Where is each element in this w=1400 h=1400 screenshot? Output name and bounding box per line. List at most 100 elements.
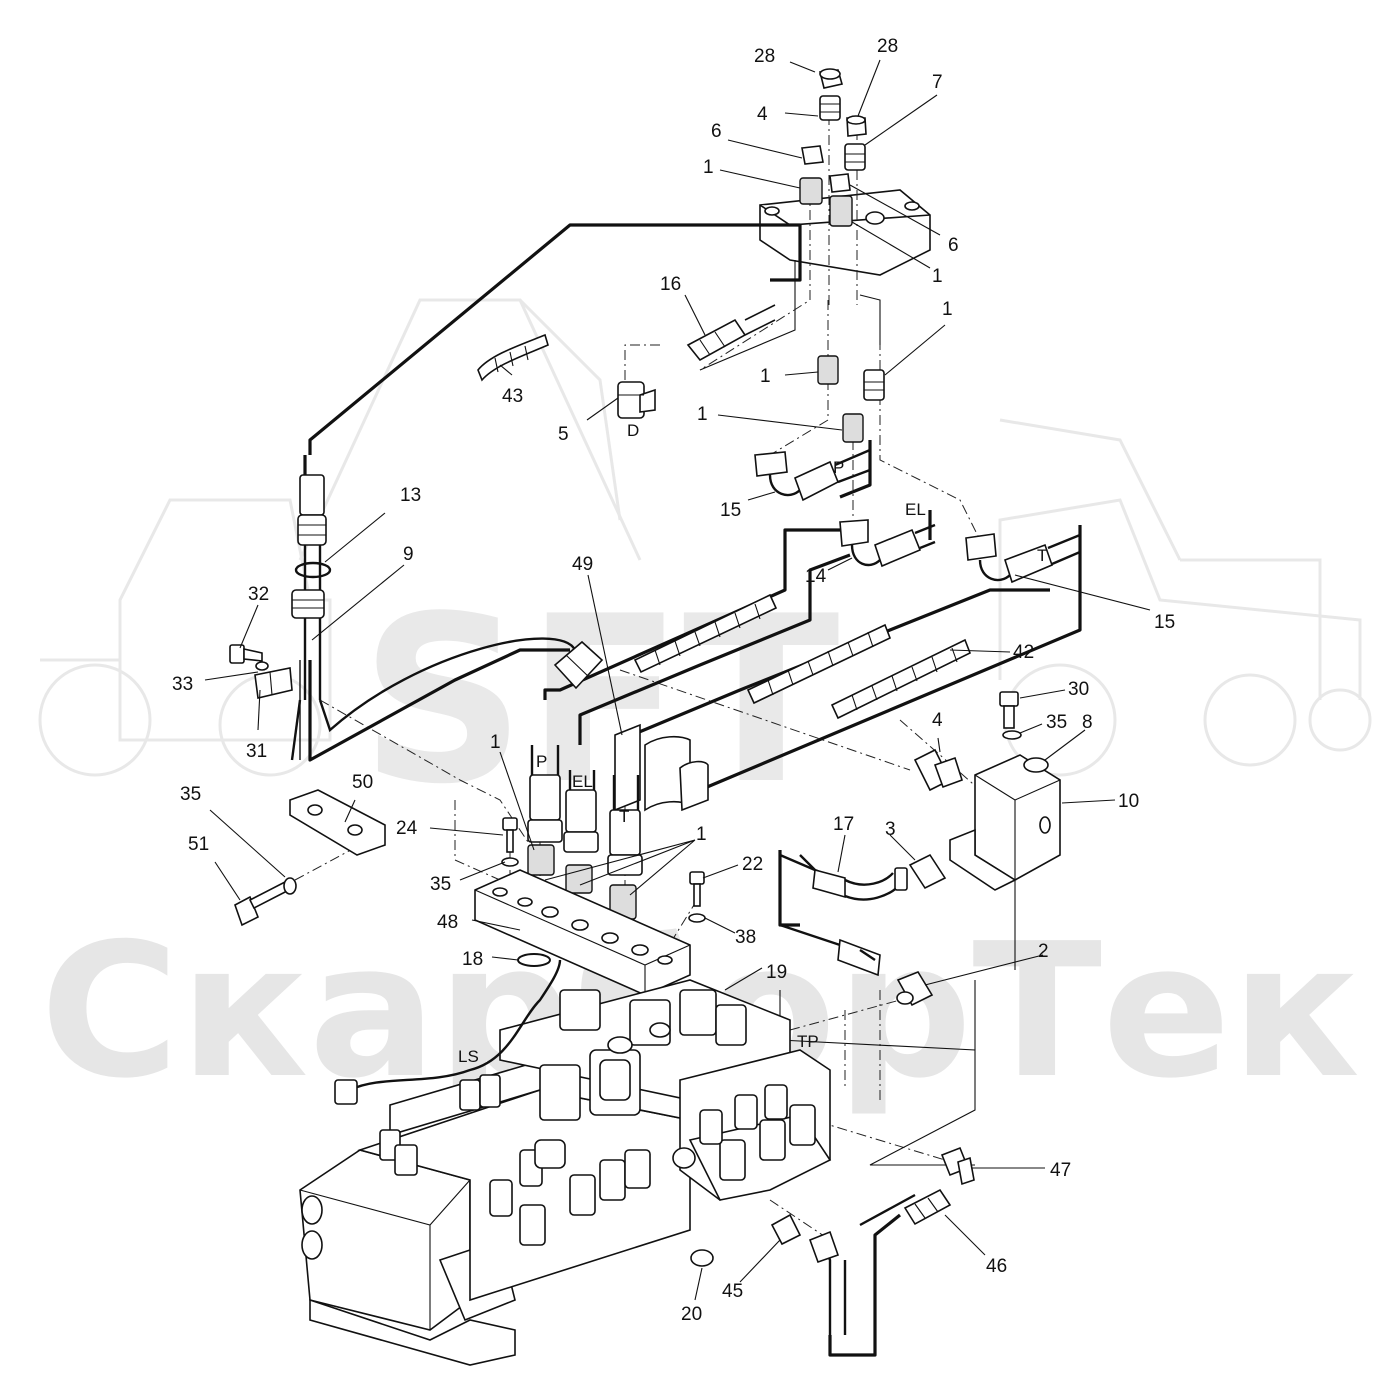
callout-6a: 6 bbox=[711, 121, 722, 142]
manifold-plate-48-icon bbox=[474, 869, 691, 996]
adapter-2-icon bbox=[896, 971, 934, 1007]
adapter-1-top-mid-icon bbox=[829, 195, 853, 227]
plate-50-icon bbox=[289, 789, 386, 856]
solenoid-coils bbox=[489, 1084, 816, 1246]
callout-1a: 1 bbox=[703, 157, 714, 178]
clip-row-middle-icon bbox=[746, 623, 892, 705]
adapter-1-top-left-icon bbox=[799, 177, 823, 205]
port-label-EL-lower: EL bbox=[572, 772, 593, 791]
port-label-P-lower: P bbox=[536, 752, 547, 771]
upper-manifold-block bbox=[759, 189, 931, 276]
clamp-49-icon bbox=[614, 723, 709, 812]
hose-P-lower-icon bbox=[527, 745, 563, 843]
port-label-P-upper: P bbox=[833, 458, 844, 477]
callout-35c: 35 bbox=[430, 874, 451, 895]
fittings bbox=[229, 68, 1081, 1267]
port-label-D: D bbox=[627, 421, 639, 440]
hose-end-13-icon bbox=[297, 474, 327, 546]
callout-16: 16 bbox=[660, 274, 681, 295]
cap-28b-icon bbox=[846, 115, 867, 137]
callout-5: 5 bbox=[558, 424, 569, 445]
cap-6b-icon bbox=[829, 173, 851, 193]
bolt-24-icon bbox=[502, 817, 518, 853]
watermark-loader-icon bbox=[998, 498, 1372, 777]
callout-51: 51 bbox=[188, 834, 209, 855]
callout-14: 14 bbox=[805, 566, 827, 587]
callout-4a: 4 bbox=[757, 104, 768, 125]
callout-46: 46 bbox=[986, 1256, 1007, 1277]
callout-24: 24 bbox=[396, 818, 418, 839]
callout-1c: 1 bbox=[942, 299, 953, 320]
levers bbox=[379, 1074, 501, 1176]
bolt-32-icon bbox=[229, 644, 263, 664]
washer-38-icon bbox=[688, 913, 706, 923]
leader-lines bbox=[204, 59, 1151, 1301]
callout-17: 17 bbox=[833, 814, 854, 835]
adapter-3-icon bbox=[908, 853, 947, 890]
clamp-31-icon bbox=[254, 667, 293, 699]
hose-lower-icon bbox=[779, 923, 881, 977]
plug-8-icon bbox=[1023, 757, 1049, 773]
adapter-47-icon bbox=[940, 1146, 975, 1186]
port-labels: D P EL T P EL T LS TP bbox=[458, 421, 1047, 1066]
callout-1b: 1 bbox=[932, 266, 943, 287]
adapter-9-icon bbox=[291, 589, 325, 619]
clip-row-upper-icon bbox=[633, 593, 778, 674]
callout-20: 20 bbox=[681, 1304, 702, 1325]
callout-1d: 1 bbox=[760, 366, 771, 387]
callout-9: 9 bbox=[403, 544, 414, 565]
control-valve-bank bbox=[299, 959, 832, 1366]
screw-30-icon bbox=[999, 691, 1019, 729]
hose-15-right-icon bbox=[965, 533, 1081, 584]
callout-18: 18 bbox=[462, 949, 483, 970]
clip-43-icon bbox=[477, 333, 549, 382]
callout-43: 43 bbox=[502, 386, 523, 407]
cap-6a-icon bbox=[801, 145, 824, 165]
adapter-1-mid-right-icon bbox=[863, 369, 885, 401]
callout-50: 50 bbox=[352, 772, 373, 793]
adapter-1-mid-left-icon bbox=[817, 355, 839, 385]
adapter-1-lower-icon bbox=[842, 413, 864, 443]
callout-13: 13 bbox=[400, 485, 421, 506]
callout-3: 3 bbox=[885, 819, 896, 840]
cap-28a-icon bbox=[819, 68, 844, 89]
plug-20-icon bbox=[690, 1249, 714, 1267]
hose-14-icon bbox=[839, 519, 936, 568]
callout-numbers: 28 28 4 7 6 1 6 1 1 16 1 43 5 1 15 13 9 … bbox=[172, 36, 1175, 1325]
callout-48: 48 bbox=[437, 912, 458, 933]
callout-33: 33 bbox=[172, 674, 193, 695]
callout-15a: 15 bbox=[720, 500, 741, 521]
adapter-7-icon bbox=[844, 143, 866, 171]
adapter-4-right-icon bbox=[913, 748, 963, 792]
callout-35b: 35 bbox=[180, 784, 201, 805]
callout-15b: 15 bbox=[1154, 612, 1175, 633]
adapter-45-icon bbox=[770, 1213, 840, 1264]
port-label-TP: TP bbox=[797, 1032, 819, 1051]
watermark-excavator-icon bbox=[298, 298, 1322, 700]
callout-1e: 1 bbox=[697, 404, 708, 425]
elbow-5-icon bbox=[617, 381, 656, 419]
washer-33-icon bbox=[255, 661, 269, 671]
callout-28b: 28 bbox=[877, 36, 898, 57]
assembly-outlines bbox=[699, 260, 1016, 1166]
hoses bbox=[290, 545, 916, 1335]
watermark-tractor-icon bbox=[38, 498, 332, 777]
callout-6b: 6 bbox=[948, 235, 959, 256]
hose-EL-lower-icon bbox=[563, 770, 599, 853]
hose-15-upper-icon bbox=[754, 448, 871, 502]
callout-31: 31 bbox=[246, 741, 267, 762]
port-label-T-lower: T bbox=[619, 807, 629, 826]
callout-28a: 28 bbox=[754, 46, 775, 67]
oring-13-icon bbox=[294, 561, 332, 579]
callout-32: 32 bbox=[248, 584, 269, 605]
washer-35-right-icon bbox=[1002, 730, 1022, 740]
adapter-4-top-icon bbox=[819, 95, 841, 121]
callout-19: 19 bbox=[766, 962, 787, 983]
callout-4b: 4 bbox=[932, 710, 943, 731]
callout-10: 10 bbox=[1118, 791, 1139, 812]
callout-7: 7 bbox=[932, 72, 943, 93]
callout-45: 45 bbox=[722, 1281, 743, 1302]
bolt-51-icon bbox=[234, 880, 291, 927]
callout-38: 38 bbox=[735, 927, 756, 948]
